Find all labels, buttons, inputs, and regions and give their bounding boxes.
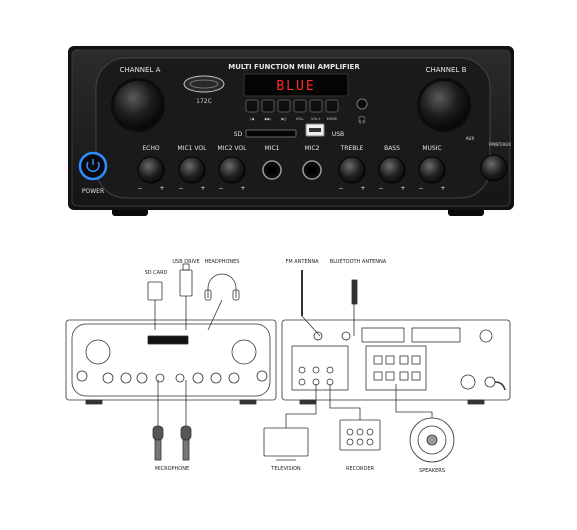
bluetooth-antenna-icon (351, 279, 358, 305)
usb-label: USB (332, 131, 344, 138)
svg-text:+: + (240, 185, 245, 192)
music-label: MUSIC (422, 145, 441, 152)
recorder-label: RECORDER (346, 466, 375, 472)
play-pause-button[interactable] (277, 99, 291, 113)
headphones-label: HEADPHONES (205, 259, 240, 265)
mic1-vol-knob[interactable] (178, 156, 206, 184)
headphones-icon (207, 273, 237, 298)
usb-drive-icon (179, 269, 193, 297)
bass-label: BASS (384, 145, 400, 152)
brand-model: 172C (196, 98, 212, 105)
mic2-vol-label: MIC2 VOL (218, 145, 248, 152)
display-text: BLUE (276, 79, 315, 94)
svg-text:+: + (440, 185, 445, 192)
amp-title: MULTI FUNCTION MINI AMPLIFIER (228, 63, 360, 71)
svg-text:−: − (178, 185, 183, 192)
svg-text:|◀: |◀ (250, 117, 254, 121)
vol-up-button[interactable] (309, 99, 323, 113)
music-knob[interactable] (418, 156, 446, 184)
svg-text:+: + (159, 185, 164, 192)
bass-knob[interactable] (378, 156, 406, 184)
mic2-vol-knob[interactable] (218, 156, 246, 184)
microphone-label: MICROPHONE (155, 466, 189, 472)
svg-text:VOL-: VOL- (296, 117, 305, 121)
mic1-vol-label: MIC1 VOL (178, 145, 208, 152)
svg-text:−: − (338, 185, 343, 192)
sd-label: SD (234, 131, 243, 138)
svg-text:▶||: ▶|| (281, 117, 286, 121)
display-screen (243, 73, 349, 97)
brand-logo-icon (183, 75, 225, 93)
svg-text:▶▶|: ▶▶| (265, 117, 272, 121)
vol-down-button[interactable] (293, 99, 307, 113)
mode-button[interactable] (325, 99, 339, 113)
television-label: TELEVISION (270, 466, 301, 472)
fm-antenna-label: FM ANTENNA (285, 259, 319, 265)
svg-text:+: + (360, 185, 365, 192)
headphone-jack[interactable] (356, 98, 368, 110)
echo-label: ECHO (142, 145, 159, 152)
transport-buttons: |◀ ▶▶| ▶|| VOL- VOL+ MODE (245, 99, 339, 121)
treble-knob[interactable] (338, 156, 366, 184)
sd-card-icon (147, 281, 163, 301)
fm-bt-aux-label: FM/BT/AUX (489, 142, 511, 147)
power-button[interactable] (78, 151, 108, 181)
diagram-front-knobs (102, 370, 268, 384)
headphone-icon: 🎧 (358, 115, 367, 124)
svg-text:VOL+: VOL+ (311, 117, 321, 121)
next-button[interactable] (261, 99, 275, 113)
aux-label: AUX (466, 136, 475, 141)
source-knob[interactable] (480, 154, 508, 182)
svg-text:MODE: MODE (327, 117, 338, 121)
channel-b-label: CHANNEL B (426, 66, 467, 74)
amplifier-front: MULTI FUNCTION MINI AMPLIFIER CHANNEL A … (68, 46, 514, 216)
power-label: POWER (82, 188, 104, 195)
svg-text:−: − (378, 185, 383, 192)
channel-b-knob[interactable] (420, 81, 468, 129)
diagram-rear-jacks (298, 355, 421, 386)
microphone-icon (152, 425, 192, 461)
diagram-front-panel (65, 319, 277, 401)
treble-label: TREBLE (340, 145, 364, 152)
svg-text:−: − (418, 185, 423, 192)
power-icon (86, 159, 100, 172)
usb-drive-label: USB DRIVE (172, 259, 199, 265)
bluetooth-antenna-label: BLUETOOTH ANTENNA (330, 259, 387, 265)
sd-slot[interactable] (245, 129, 297, 138)
speakers-label: SPEAKERS (419, 468, 445, 474)
svg-text:+: + (200, 185, 205, 192)
mic2-label: MIC2 (305, 145, 320, 152)
svg-text:−: − (218, 185, 223, 192)
prev-button[interactable] (245, 99, 259, 113)
channel-a-knob[interactable] (114, 81, 162, 129)
channel-a-label: CHANNEL A (120, 66, 161, 74)
echo-knob[interactable] (137, 156, 165, 184)
svg-text:−: − (137, 185, 142, 192)
mic1-label: MIC1 (265, 145, 280, 152)
connection-diagram: SD CARD USB DRIVE HEADPHONES FM ANTENNA … (65, 259, 511, 474)
sd-card-label: SD CARD (145, 270, 168, 276)
television-icon (263, 427, 309, 457)
svg-text:+: + (400, 185, 405, 192)
